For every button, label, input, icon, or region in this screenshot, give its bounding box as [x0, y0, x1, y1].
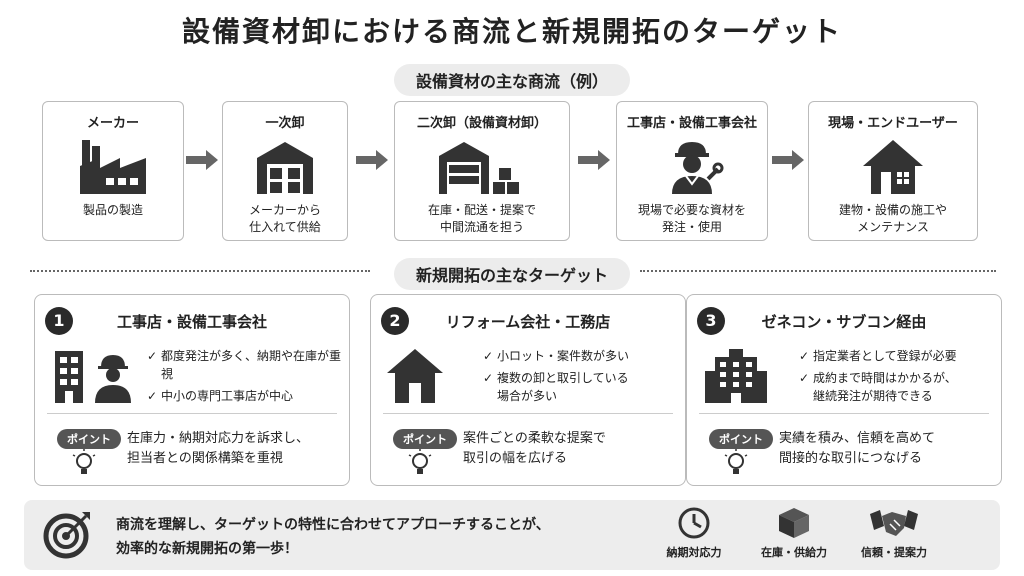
house-icon	[387, 349, 443, 403]
target-arrow-icon	[43, 512, 90, 559]
list-item: ✓都度発注が多く、納期や在庫が重視	[147, 349, 342, 381]
flow-section-label: 設備資材の主な商流（例）	[393, 64, 631, 96]
capability-inventory: 在庫・供給力	[744, 506, 844, 560]
flow-box-desc: 在庫・配送・提案で 中間流通を担う	[427, 203, 536, 234]
flow-box-title: 工事店・設備工事会社	[626, 116, 757, 131]
card-separator	[699, 413, 989, 414]
handshake-icon	[870, 510, 918, 536]
target-number-badge: 1	[45, 307, 73, 335]
target-bullets: ✓小ロット・案件数が多い ✓複数の卸と取引している 場合が多い	[483, 347, 679, 409]
flow-box-title: 現場・エンドユーザー	[828, 116, 958, 131]
building-worker-icon	[55, 351, 131, 403]
clock-icon	[678, 507, 710, 539]
lightbulb-icon	[724, 449, 748, 474]
warehouse-icon	[223, 138, 347, 196]
point-badge: ポイント	[709, 429, 773, 449]
point-text: 実績を積み、信頼を高めて 間接的な取引につなげる	[779, 431, 936, 466]
arrow-right-icon	[186, 150, 218, 170]
house-icon	[809, 138, 977, 196]
target-number-badge: 2	[381, 307, 409, 335]
list-item: ✓小ロット・案件数が多い	[483, 349, 630, 363]
target-title: ゼネコン・サブコン経由	[761, 313, 927, 331]
target-card-reform: 2 リフォーム会社・工務店 ✓小ロット・案件数が多い ✓複数の卸と取引している …	[370, 294, 686, 486]
list-item: 場合が多い	[497, 389, 558, 403]
flow-box-secondary-wholesaler: 二次卸（設備資材卸） 在庫・配送・提案で 中間流通を担う	[394, 101, 570, 241]
flow-box-maker: メーカー 製品の製造	[42, 101, 184, 241]
arrow-right-icon	[772, 150, 804, 170]
target-section-label: 新規開拓の主なターゲット	[393, 258, 631, 290]
point-badge: ポイント	[57, 429, 121, 449]
card-separator	[383, 413, 673, 414]
flow-box-desc: 製品の製造	[82, 203, 143, 217]
worker-wrench-icon	[617, 138, 767, 196]
flow-box-desc: 現場で必要な資材を 発注・使用	[637, 203, 746, 234]
target-bullets: ✓都度発注が多く、納期や在庫が重視 ✓中小の専門工事店が中心	[147, 347, 343, 409]
list-item: ✓指定業者として登録が必要	[799, 349, 957, 363]
lightbulb-icon	[72, 449, 96, 474]
summary-text: 商流を理解し、ターゲットの特性に合わせてアプローチすることが、 効率的な新規開拓…	[116, 517, 550, 557]
flow-box-title: メーカー	[86, 116, 139, 131]
target-card-contractor: 1 工事店・設備工事会社 ✓都度発注が多く、納期や在庫が重視 ✓中小の専門工事店…	[34, 294, 350, 486]
flow-box-contractor: 工事店・設備工事会社 現場で必要な資材を 発注・使用	[616, 101, 768, 241]
target-number-badge: 3	[697, 307, 725, 335]
factory-icon	[43, 138, 183, 196]
flow-box-primary-wholesaler: 一次卸 メーカーから 仕入れて供給	[222, 101, 348, 241]
check-icon: ✓	[147, 389, 158, 403]
check-icon: ✓	[483, 371, 494, 385]
check-icon: ✓	[483, 349, 494, 363]
flow-box-desc: 建物・設備の施工や メンテナンス	[838, 203, 947, 234]
flow-box-end-user: 現場・エンドユーザー 建物・設備の施工や メンテナンス	[808, 101, 978, 241]
list-item: ✓複数の卸と取引している	[483, 371, 629, 385]
point-text: 案件ごとの柔軟な提案で 取引の幅を広げる	[463, 431, 606, 466]
point-text: 在庫力・納期対応力を訴求し、 担当者との関係構築を重視	[127, 431, 310, 466]
target-title: 工事店・設備工事会社	[116, 313, 267, 331]
target-card-general-contractor: 3 ゼネコン・サブコン経由 ✓指定業者として登録が必要 ✓成約まで時間はかかるが…	[686, 294, 1002, 486]
target-title: リフォーム会社・工務店	[445, 313, 611, 331]
card-separator	[47, 413, 337, 414]
list-item: 継続発注が期待できる	[813, 389, 933, 403]
flow-box-title: 二次卸（設備資材卸）	[416, 116, 547, 131]
list-item: ✓中小の専門工事店が中心	[147, 389, 294, 403]
divider-right	[640, 270, 996, 272]
capability-trust: 信頼・提案力	[844, 506, 944, 560]
arrow-right-icon	[578, 150, 610, 170]
summary-banner: 商流を理解し、ターゲットの特性に合わせてアプローチすることが、 効率的な新規開拓…	[24, 500, 1000, 570]
office-building-icon	[705, 349, 767, 403]
check-icon: ✓	[799, 349, 810, 363]
warehouse-boxes-icon	[395, 138, 569, 196]
list-item: ✓成約まで時間はかかるが、	[799, 371, 957, 385]
arrow-right-icon	[356, 150, 388, 170]
capability-delivery: 納期対応力	[644, 506, 744, 560]
lightbulb-icon	[408, 449, 432, 474]
check-icon: ✓	[147, 349, 158, 363]
check-icon: ✓	[799, 371, 810, 385]
page-title: 設備資材卸における商流と新規開拓のターゲット	[181, 15, 842, 48]
target-bullets: ✓指定業者として登録が必要 ✓成約まで時間はかかるが、 継続発注が期待できる	[799, 347, 995, 409]
flow-box-title: 一次卸	[265, 116, 305, 131]
box-icon	[779, 508, 809, 538]
divider-left	[30, 270, 370, 272]
flow-box-desc: メーカーから 仕入れて供給	[248, 203, 321, 234]
point-badge: ポイント	[393, 429, 457, 449]
